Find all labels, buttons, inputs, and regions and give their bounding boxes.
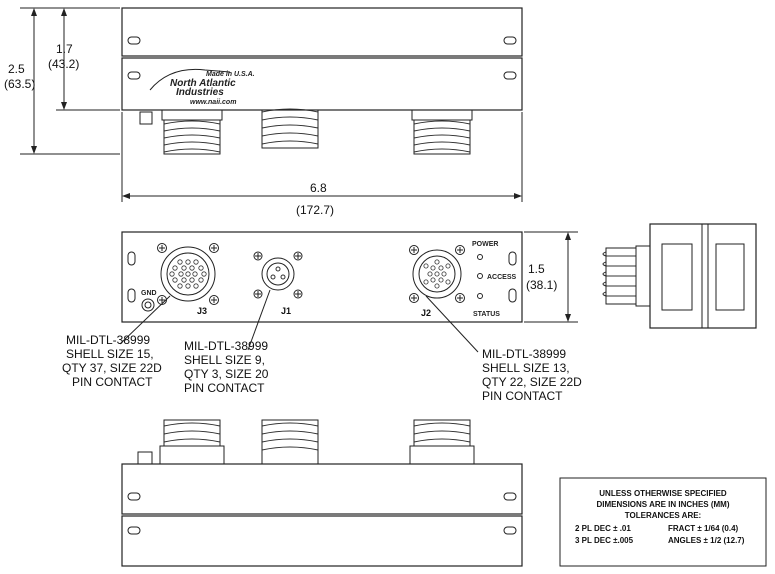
mounting-slot [127, 492, 141, 501]
tolerance-line-2: DIMENSIONS ARE IN INCHES (MM) [596, 500, 729, 509]
mounting-slot [503, 36, 517, 45]
callout-j2-line-4: PIN CONTACT [482, 389, 563, 403]
bottom-view-flange [121, 515, 523, 567]
dim-front-height-in: 1.5 [528, 262, 545, 276]
tolerance-line-3: TOLERANCES ARE: [625, 511, 701, 520]
tolerance-note: UNLESS OTHERWISE SPECIFIED DIMENSIONS AR… [559, 477, 767, 567]
label-status: STATUS [473, 311, 500, 318]
side-view [602, 223, 757, 329]
status-leds: POWER ACCESS STATUS [472, 241, 517, 318]
mounting-slot [127, 251, 136, 266]
mounting-slot [127, 526, 141, 535]
callout-j1: MIL-DTL-38999 SHELL SIZE 9, QTY 3, SIZE … [184, 289, 271, 395]
connector-j3: J3 [157, 243, 219, 316]
bottom-view-body [121, 463, 523, 515]
dim-width-mm: (172.7) [296, 203, 334, 217]
dim-flange-height-mm: (43.2) [48, 57, 79, 71]
mounting-slot [503, 492, 517, 501]
dim-front-height-mm: (38.1) [526, 278, 557, 292]
label-j1: J1 [281, 306, 291, 316]
mounting-slot [508, 251, 517, 266]
dim-width-in: 6.8 [310, 181, 327, 195]
callout-j1-line-3: QTY 3, SIZE 20 [184, 367, 269, 381]
callout-j3-line-2: SHELL SIZE 15, [66, 347, 154, 361]
access-led [477, 273, 483, 279]
top-connector-j3 [139, 109, 223, 155]
callout-j2: MIL-DTL-38999 SHELL SIZE 13, QTY 22, SIZ… [425, 295, 582, 403]
front-view: J3 GND J1 [121, 231, 578, 323]
callout-j3-line-3: QTY 37, SIZE 22D [62, 361, 162, 375]
dim-overall-height-mm: (63.5) [4, 77, 35, 91]
tolerance-row-1-right: FRACT ± 1/64 (0.4) [668, 524, 739, 533]
callout-j2-line-2: SHELL SIZE 13, [482, 361, 570, 375]
tolerance-row-1-left: 2 PL DEC ± .01 [575, 524, 631, 533]
tolerance-row-2-left: 3 PL DEC ±.005 [575, 536, 634, 545]
ground-stud: GND [141, 290, 157, 312]
callout-j3: MIL-DTL-38999 SHELL SIZE 15, QTY 37, SIZ… [62, 295, 171, 389]
tolerance-box [559, 477, 767, 567]
side-view-body [649, 223, 757, 329]
mounting-slot [503, 526, 517, 535]
mounting-slot [127, 71, 141, 80]
top-view-flange [121, 7, 523, 57]
label-j3: J3 [197, 306, 207, 316]
callout-j1-line-4: PIN CONTACT [184, 381, 265, 395]
mounting-slot [508, 288, 517, 303]
logo-url: www.naii.com [190, 99, 236, 106]
label-access: ACCESS [487, 274, 517, 281]
callout-j3-line-4: PIN CONTACT [72, 375, 153, 389]
callout-j3-line-1: MIL-DTL-38999 [66, 333, 150, 347]
bottom-connector-j1 [261, 419, 319, 465]
tolerance-line-1: UNLESS OTHERWISE SPECIFIED [599, 489, 727, 498]
bottom-view [121, 419, 523, 567]
top-connector-j1 [261, 108, 319, 149]
dim-flange-height-in: 1.7 [56, 42, 73, 56]
logo-line-1: North Atlantic [170, 78, 236, 89]
tolerance-row-2-right: ANGLES ± 1/2 (12.7) [668, 536, 745, 545]
top-view-body [121, 57, 523, 111]
callout-j2-line-3: QTY 22, SIZE 22D [482, 375, 582, 389]
status-led [477, 293, 483, 299]
logo-made-in: Made in U.S.A. [206, 71, 255, 78]
power-led [477, 254, 483, 260]
label-j2: J2 [421, 308, 431, 318]
mounting-slot [127, 288, 136, 303]
bottom-connector-j2 [409, 419, 475, 465]
label-power: POWER [472, 241, 498, 248]
dim-overall-height-in: 2.5 [8, 62, 25, 76]
callout-j2-line-1: MIL-DTL-38999 [482, 347, 566, 361]
mounting-slot [503, 71, 517, 80]
callout-j1-line-2: SHELL SIZE 9, [184, 353, 265, 367]
bottom-connector-j3 [137, 419, 225, 465]
label-gnd: GND [141, 290, 157, 297]
connector-j1: J1 [253, 251, 303, 316]
north-atlantic-logo: Made in U.S.A. North Atlantic Industries… [149, 68, 255, 106]
mounting-slot [127, 36, 141, 45]
callout-j1-line-1: MIL-DTL-38999 [184, 339, 268, 353]
top-connector-j2 [411, 109, 473, 155]
logo-line-2: Industries [176, 87, 224, 98]
connector-j2: J2 [409, 245, 465, 318]
top-view: Made in U.S.A. North Atlantic Industries… [4, 7, 523, 217]
